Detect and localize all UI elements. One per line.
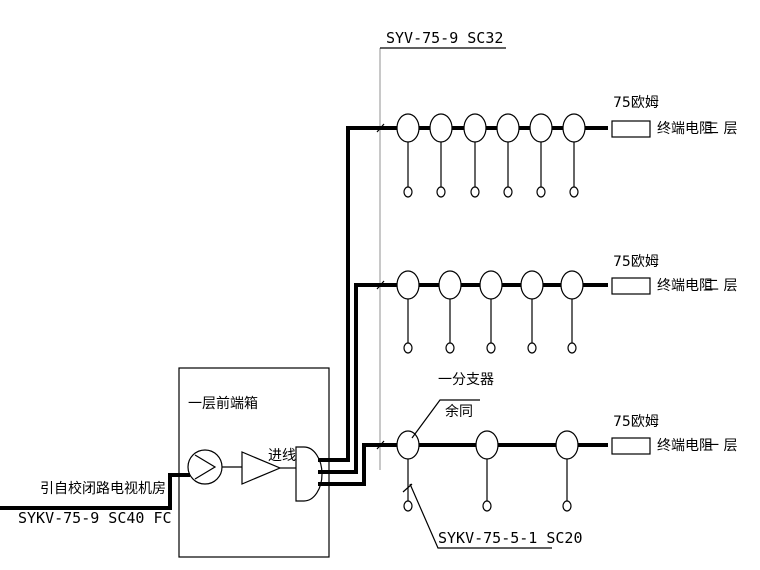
amplifier-icon (241, 451, 282, 485)
terminal-resistor-floor-3 (611, 120, 651, 138)
tap-outlet (529, 113, 553, 198)
incoming-source-label: 引自校闭路电视机房 (40, 480, 166, 497)
floor-3-taps (396, 113, 586, 198)
trunk-cable-label: SYV-75-9 SC32 (386, 29, 503, 47)
tap-outlet (496, 113, 520, 198)
terminal-label-floor-2: 终端电阻 (657, 278, 713, 294)
splitter-icon (295, 446, 323, 502)
terminal-resistor-floor-2 (611, 277, 651, 295)
splitter-note-leader (411, 399, 480, 439)
terminal-label-floor-1: 终端电阻 (657, 438, 713, 454)
tap-outlet (396, 270, 420, 354)
resistor-value-floor-1: 75欧姆 (613, 414, 659, 430)
floor-label-3: 三 层 (705, 121, 737, 137)
riser-tick-2 (376, 280, 385, 290)
tap-outlet (438, 270, 462, 354)
feed-in-label: 进线 (268, 448, 296, 464)
tap-outlet (463, 113, 487, 198)
riser-tick-1 (376, 440, 385, 450)
tap-outlet (555, 430, 579, 512)
riser-tick-3 (376, 123, 385, 133)
tap-outlet (396, 430, 420, 512)
source-modulator-icon (187, 449, 223, 485)
floor-2-taps (396, 270, 584, 354)
splitter-note-line-1: 一分支器 (438, 372, 494, 388)
terminal-label-floor-3: 终端电阻 (657, 121, 713, 137)
resistor-value-floor-2: 75欧姆 (613, 254, 659, 270)
branch-cable-leader (409, 483, 552, 549)
incoming-cable-label: SYKV-75-9 SC40 FC (18, 509, 172, 527)
branch-cable-label: SYKV-75-5-1 SC20 (438, 529, 583, 547)
tap-outlet (562, 113, 586, 198)
tap-outlet (520, 270, 544, 354)
tap-outlet (396, 113, 420, 198)
tap-outlet (560, 270, 584, 354)
floor-1-taps (396, 430, 579, 512)
tap-outlet (429, 113, 453, 198)
front-end-box (178, 367, 330, 558)
floor-label-1: 一 层 (705, 438, 737, 454)
front-end-box-label: 一层前端箱 (188, 395, 258, 412)
tap-outlet (479, 270, 503, 354)
terminal-resistor-floor-1 (611, 437, 651, 455)
tap-outlet (475, 430, 499, 512)
resistor-value-floor-3: 75欧姆 (613, 95, 659, 111)
splitter-note-line-2: 余同 (445, 403, 473, 420)
floor-label-2: 二 层 (705, 278, 737, 294)
